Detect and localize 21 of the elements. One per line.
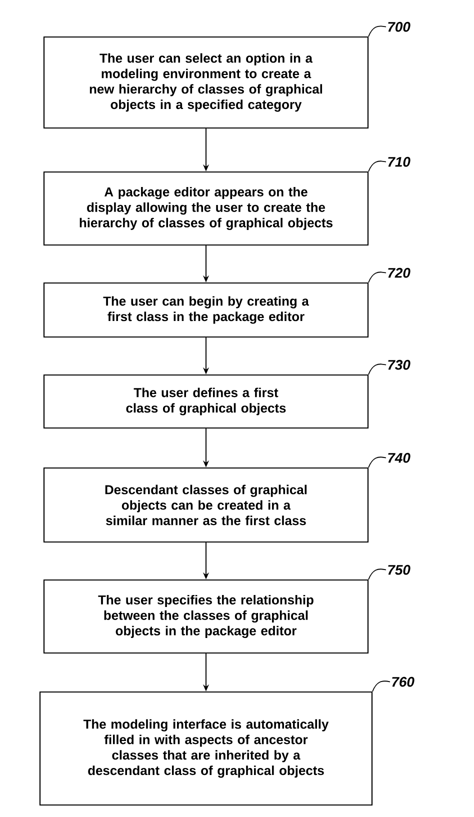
callout-number: 710 bbox=[388, 156, 410, 167]
leader-line bbox=[372, 680, 390, 692]
callout-number: 700 bbox=[388, 22, 410, 32]
callout-number: 730 bbox=[388, 360, 410, 370]
leader-line bbox=[368, 364, 386, 375]
callout-number: 720 bbox=[388, 268, 410, 278]
process-box: The user defines a first class of graphical objects bbox=[43, 374, 369, 429]
process-box: The user can select an option in a modeling environment to create a new hierarchy of classes of graphical objects in a specified category bbox=[43, 36, 369, 129]
leader-line bbox=[368, 160, 386, 172]
callout-number: 740 bbox=[388, 452, 410, 463]
leader-line bbox=[368, 456, 386, 468]
process-box: The user specifies the relationship between the classes of graphical objects in the package editor bbox=[43, 579, 369, 654]
process-box: A package editor appears on the display allowing the user to create the hierarchy of classes of graphical objects bbox=[43, 171, 369, 246]
process-box: The user can begin by creating a first class in the package editor bbox=[43, 282, 369, 338]
leader-line bbox=[368, 568, 386, 580]
leader-line bbox=[368, 272, 386, 283]
callout-number: 760 bbox=[392, 676, 414, 687]
leader-line bbox=[368, 26, 386, 37]
callout-number: 750 bbox=[388, 564, 410, 575]
process-box: Descendant classes of graphical objects can be created in a similar manner as the first class bbox=[43, 467, 369, 543]
process-box: The modeling interface is automatically filled in with aspects of ancestor classes that are inherited by a descendant class of graphical objects bbox=[39, 691, 373, 806]
